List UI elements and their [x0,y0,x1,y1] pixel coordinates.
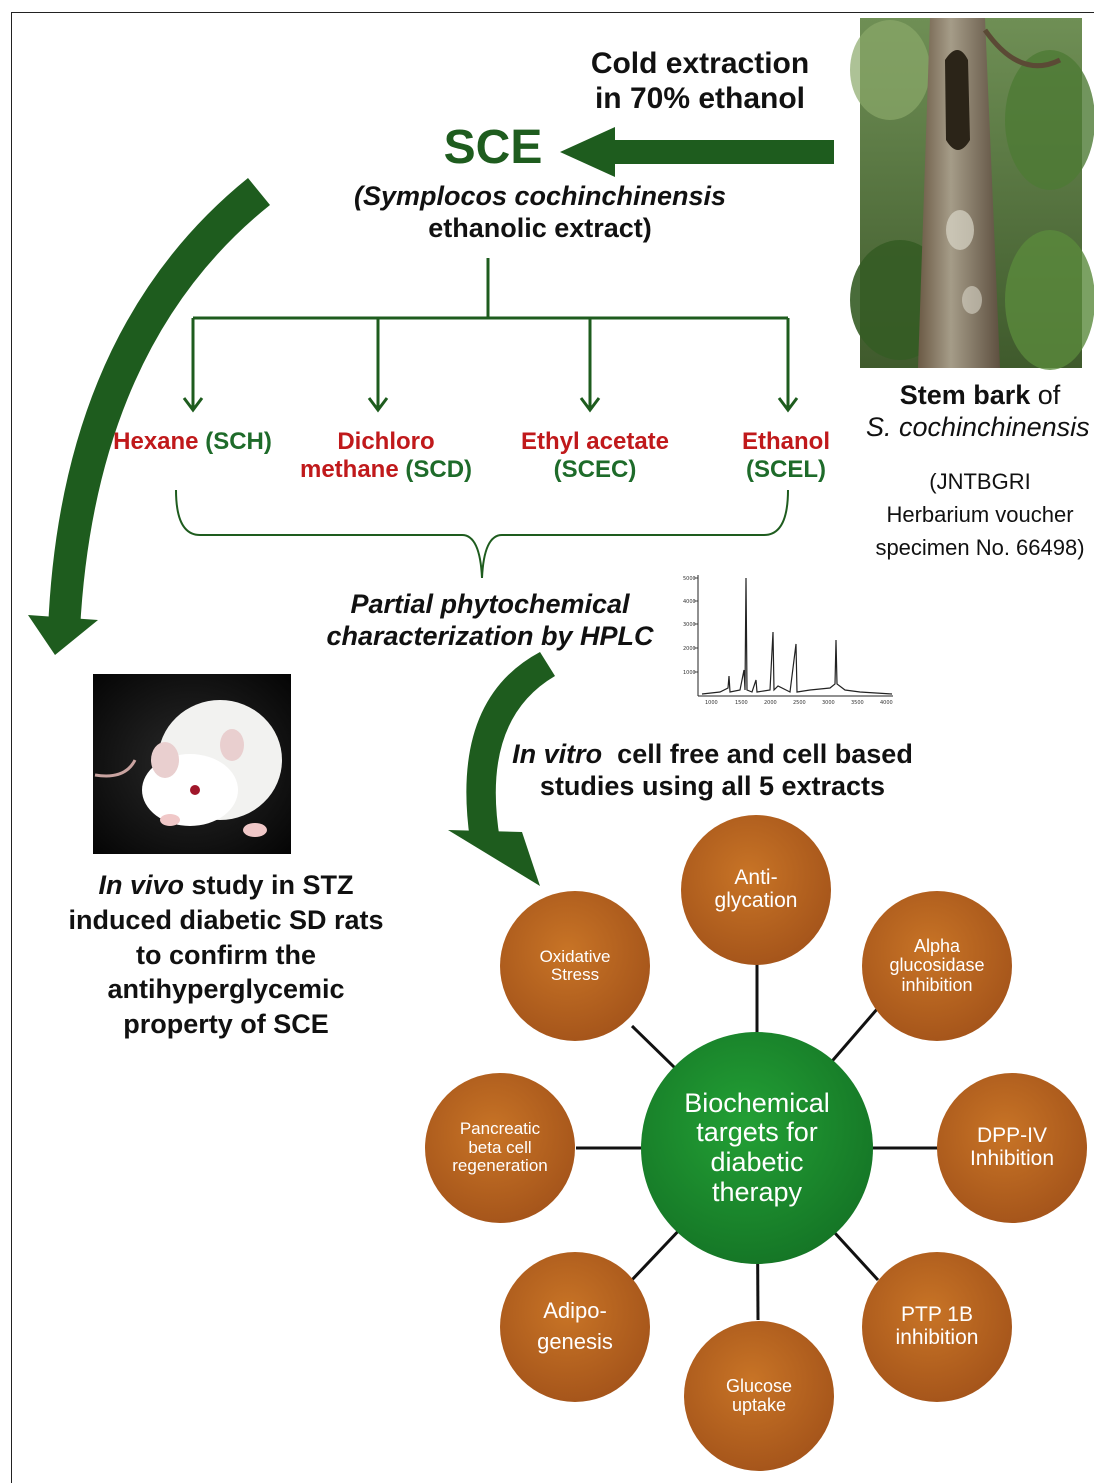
target-line2: inhibition [895,1326,979,1349]
target-line2: beta cell [468,1137,532,1157]
invitro-line1-rest: cell free and cell based [602,739,913,769]
bark-caption-of: of [1030,380,1061,410]
svg-text:5000: 5000 [683,576,696,582]
extraction-line1: Cold extraction [590,47,810,80]
invitro-label: In vitro cell free and cell based studie… [490,739,935,803]
sce-subtitle-line1: (Symplocos cochinchinensis [353,181,727,211]
sce-subtitle-line2: ethanolic extract) [428,212,652,243]
fraction-name: Ethyl acetate [520,428,670,455]
fraction-name: Ethanol [742,428,830,455]
target-line1: Adipo- [543,1298,607,1324]
svg-text:2000: 2000 [764,700,777,706]
target-line3: inhibition [901,974,973,995]
invivo-line2: induced diabetic SD rats [68,904,384,935]
stem-bark-photo [850,18,1094,370]
svg-text:4000: 4000 [880,700,893,706]
invivo-line5: property of SCE [123,1009,329,1040]
fraction-name-line2: methane [299,456,399,484]
svg-text:2000: 2000 [683,646,696,652]
sce-subtitle: (Symplocos cochinchinensis ethanolic ext… [310,181,770,245]
invitro-line2: studies using all 5 extracts [539,770,886,801]
center-line1: Biochemical [684,1087,830,1118]
invivo-line3: to confirm the [136,939,316,970]
voucher-line2: Herbarium voucher [886,502,1074,527]
target-nodes [425,815,1087,1471]
svg-text:1500: 1500 [735,700,748,706]
fractions-brace [175,489,789,579]
invitro-curved-arrow [448,652,555,886]
fraction-hexane: Hexane (SCH) [100,428,285,456]
extraction-arrow [560,127,834,177]
fraction-dichloromethane: Dichloro methane (SCD) [290,428,482,485]
fraction-tree [182,258,799,413]
svg-text:2500: 2500 [793,700,806,706]
target-line2: glucosidase [889,955,985,976]
center-line4: therapy [711,1176,803,1207]
hplc-chromatogram: 5000 4000 3000 2000 1000 1000 1500 2000 … [683,575,893,706]
svg-text:1000: 1000 [683,670,696,676]
center-hub [641,1032,873,1264]
target-line1: PTP 1B [901,1303,973,1327]
target-line2: genesis [537,1329,613,1354]
fraction-ethyl-acetate: Ethyl acetate (SCEC) [505,428,685,485]
target-line2: glycation [714,889,798,912]
bark-voucher: (JNTBGRI Herbarium voucher specimen No. … [866,465,1094,564]
bark-caption: Stem bark of S. cochinchinensis [866,380,1094,444]
svg-text:3500: 3500 [851,700,864,706]
invivo-curved-arrow [28,178,270,655]
center-line3: diabetic [710,1147,804,1177]
extraction-line2: in 70% ethanol [594,82,806,116]
fraction-name-line1: Dichloro [337,428,435,455]
bark-caption-bold: Stem bark [899,380,1031,410]
svg-text:3000: 3000 [683,622,696,628]
hplc-line2: characterization by HPLC [326,620,654,651]
fraction-code: (SCD) [405,456,473,484]
sce-title: SCE [443,121,543,174]
invitro-italic: In vitro [512,739,603,769]
target-line2: Stress [550,965,600,984]
hplc-line1: Partial phytochemical [350,589,630,619]
target-line3: regeneration [452,1156,548,1176]
invivo-label: In vivo study in STZ induced diabetic SD… [50,868,402,1042]
invivo-line4: antihyperglycemic [107,974,345,1005]
fraction-code: (SCH) [205,428,272,455]
center-hub-label: Biochemical targets for diabetic therapy [641,1032,873,1264]
fraction-code: (SCEC) [553,456,637,484]
fraction-code: (SCEL) [746,456,826,484]
target-line1: Anti- [734,866,778,890]
bark-species: S. cochinchinensis [866,411,1090,442]
target-line1: Oxidative [539,946,611,966]
svg-text:1000: 1000 [705,700,718,706]
figure-frame [11,12,1094,1483]
target-line1: Pancreatic [459,1119,541,1139]
target-line1: Glucose [725,1375,793,1396]
voucher-line1: (JNTBGRI [929,469,1031,494]
target-line1: Alpha [913,935,961,956]
fraction-name: Hexane [113,428,199,455]
invivo-italic: In vivo [98,870,184,900]
svg-text:4000: 4000 [683,599,696,605]
hplc-label: Partial phytochemical characterization b… [300,589,680,653]
voucher-line3: specimen No. 66498) [875,535,1085,560]
center-line2: targets for [696,1117,818,1148]
fraction-ethanol: Ethanol (SCEL) [728,428,844,485]
target-adipogenesis: Adipo-genesis [500,1252,650,1402]
target-line1: DPP-IV [976,1124,1047,1148]
target-anti-glycation: Anti-glycation [681,815,831,965]
target-line2: Inhibition [969,1147,1055,1170]
rat-photo [93,674,291,854]
svg-text:3000: 3000 [822,700,835,706]
extraction-label: Cold extraction in 70% ethanol [560,46,840,117]
invivo-line1-rest: study in STZ [184,870,354,900]
target-line2: uptake [731,1395,787,1415]
